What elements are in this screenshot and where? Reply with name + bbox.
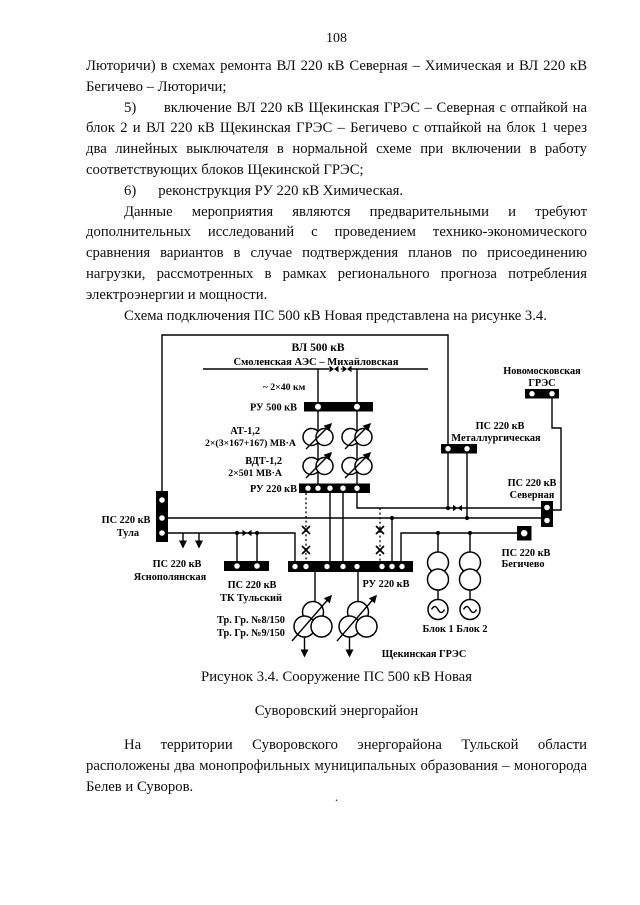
body-text: Люторичи) в схемах ремонта ВЛ 220 кВ Сев… [86, 56, 587, 326]
label-tula-2: Тула [117, 528, 139, 539]
figure-substation-scheme: ВЛ 500 кВ Смоленская АЭС – Михайловская … [0, 330, 640, 670]
list-item-5: 5) включение ВЛ 220 кВ Щекинская ГРЭС – … [86, 99, 587, 178]
label-smolenskaya-line: Смоленская АЭС – Михайловская [234, 357, 399, 368]
label-transformer-group-9: Тр. Гр. №9/150 [217, 628, 285, 639]
busbar-ru500 [304, 402, 373, 412]
line-to-begichevo [400, 532, 517, 561]
generator-block-2 [458, 551, 482, 621]
autotransformer-at2 [341, 422, 373, 450]
label-ru220-lower: РУ 220 кВ [363, 579, 410, 590]
label-tula-1: ПС 220 кВ [102, 515, 151, 526]
label-ru500: РУ 500 кВ [250, 403, 297, 414]
generator-block-1 [426, 551, 450, 621]
label-transformer-group-8: Тр. Гр. №8/150 [217, 615, 285, 626]
open-point-icon [301, 525, 311, 535]
label-vl500: ВЛ 500 кВ [291, 342, 344, 354]
paragraph-suvorov-text: На территории Суворовского энергорайона … [86, 737, 587, 795]
links-novaya-schekinskaya [329, 493, 344, 561]
scheme-svg: ВЛ 500 кВ Смоленская АЭС – Михайловская … [102, 334, 581, 660]
stray-period: . [334, 789, 339, 804]
block-risers [437, 533, 471, 552]
label-metallurg-2: Металлургическая [451, 433, 541, 444]
label-begichevo-1: ПС 220 кВ [502, 548, 551, 559]
disconnector-icon [453, 504, 462, 512]
label-at: АТ-1,2 [230, 426, 260, 437]
page-number: 108 [326, 31, 347, 46]
list-item-6: 6) реконструкция РУ 220 кВ Химическая. [124, 182, 404, 199]
label-at-spec: 2×(3×167+167) МВ·А [205, 438, 296, 449]
paragraph-suvorov: На территории Суворовского энергорайона … [86, 735, 587, 797]
busbar-tk-tulskiy [224, 561, 269, 571]
stubs-tk-tulskiy [236, 533, 258, 561]
disconnector-icon [342, 365, 352, 373]
label-vdt-spec: 2×501 МВ·А [228, 468, 282, 479]
line-tula-metallurg [161, 334, 449, 491]
open-point-icon [375, 525, 385, 535]
figure-caption: Рисунок 3.4. Сооружение ПС 500 кВ Новая [201, 669, 472, 685]
label-novomoskovskaya-2: ГРЭС [528, 378, 555, 389]
line-tula-severnaya [168, 517, 541, 561]
autotransformer-at1 [302, 422, 334, 450]
label-tk-tulskiy-1: ПС 220 кВ [228, 580, 277, 591]
line-tula-schekinskaya [168, 532, 296, 561]
disconnector-icon [329, 365, 339, 373]
paragraph-measures: Данные мероприятия являются предваритель… [86, 203, 587, 303]
label-blocks: Блок 1 Блок 2 [422, 624, 487, 635]
transformer-vdt2 [341, 451, 373, 479]
legs-metallurg [447, 453, 468, 518]
busbar-novomoskovskaya [525, 389, 559, 399]
label-schekinskaya-gres: Щекинская ГРЭС [382, 649, 467, 660]
label-severnaya-2: Северная [510, 490, 555, 501]
line-to-severnaya [356, 493, 541, 509]
label-length: ~ 2×40 км [263, 382, 306, 393]
label-novomoskovskaya: Новомосковская [503, 366, 581, 377]
paragraph-scheme-ref: Схема подключения ПС 500 кВ Новая предст… [124, 307, 547, 324]
section-heading: Суворовский энергорайон [254, 703, 419, 719]
busbar-metallurg [441, 444, 477, 454]
disconnector-icon [242, 529, 252, 537]
label-severnaya-1: ПС 220 кВ [508, 478, 557, 489]
label-tk-tulskiy-2: ТК Тульский [220, 593, 282, 604]
transformer-vdt1 [302, 451, 334, 479]
label-metallurg-1: ПС 220 кВ [476, 421, 525, 432]
open-point-icon [301, 545, 311, 555]
busbar-severnaya [541, 501, 553, 527]
label-vdt: ВДТ-1,2 [245, 456, 282, 467]
label-ru220-upper: РУ 220 кВ [250, 484, 297, 495]
transformer-group-9 [336, 572, 378, 658]
transformer-group-8 [291, 572, 333, 658]
label-yasnopolyanskaya-2: Яснополянская [134, 572, 207, 583]
busbar-ru220-schekinskaya [288, 561, 413, 572]
open-point-icon [375, 545, 385, 555]
line-novomoskovskaya-severnaya [551, 398, 562, 511]
paragraph-continuation: Люторичи) в схемах ремонта ВЛ 220 кВ Сев… [86, 58, 587, 95]
taps-500kv [317, 369, 358, 402]
label-begichevo-2: Бегичево [501, 559, 544, 570]
label-yasnopolyanskaya-1: ПС 220 кВ [153, 559, 202, 570]
busbar-ru220-novaya [299, 483, 370, 493]
